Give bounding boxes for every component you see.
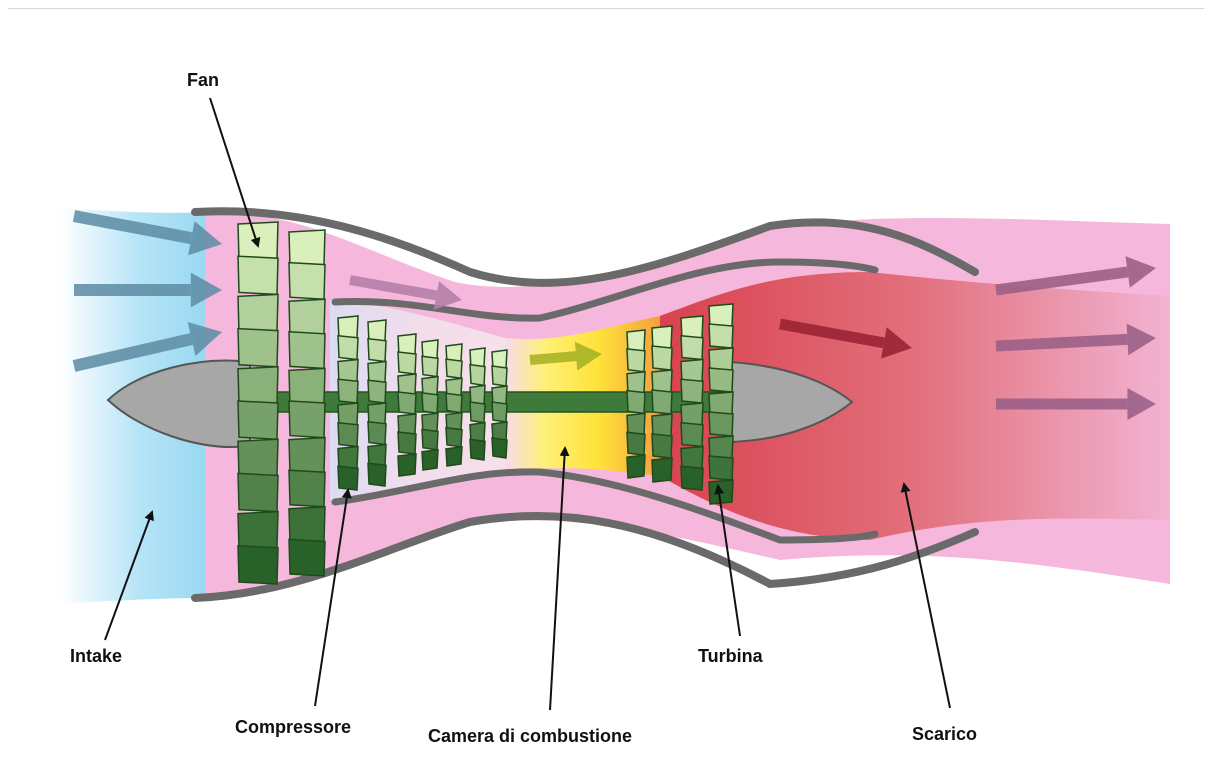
label-compressor: Compressore bbox=[235, 717, 351, 738]
label-exhaust: Scarico bbox=[912, 724, 977, 745]
blade-segment bbox=[681, 379, 703, 403]
blade-segment bbox=[238, 256, 278, 294]
label-combustion-chamber: Camera di combustione bbox=[428, 726, 632, 747]
blade-segment bbox=[492, 402, 507, 422]
blade-segment bbox=[238, 367, 278, 405]
blade-segment bbox=[709, 412, 733, 436]
blade-segment bbox=[368, 339, 386, 362]
blade-segment bbox=[652, 458, 672, 482]
blade-segment bbox=[446, 428, 462, 447]
blade-segment bbox=[470, 439, 485, 460]
blade-segment bbox=[238, 401, 278, 439]
blade-segment bbox=[368, 422, 386, 445]
blade-segment bbox=[289, 263, 325, 300]
blade-segment bbox=[289, 299, 325, 336]
blade-stack bbox=[289, 230, 325, 576]
blade-segment bbox=[289, 539, 325, 576]
blade-segment bbox=[289, 507, 325, 544]
blade-segment bbox=[681, 466, 703, 490]
blade-segment bbox=[238, 546, 278, 584]
blade-segment bbox=[422, 356, 438, 376]
blade-segment bbox=[238, 294, 278, 332]
blade-segment bbox=[652, 390, 672, 414]
blade-segment bbox=[709, 324, 733, 348]
blade-segment bbox=[709, 368, 733, 392]
blade-segment bbox=[709, 456, 733, 480]
blade-segment bbox=[652, 346, 672, 370]
blade-segment bbox=[422, 393, 438, 413]
blade-segment bbox=[398, 392, 416, 414]
blade-stack bbox=[492, 350, 507, 458]
blade-segment bbox=[652, 434, 672, 458]
label-fan: Fan bbox=[187, 70, 219, 91]
blade-segment bbox=[398, 432, 416, 454]
blade-segment bbox=[338, 379, 358, 403]
blade-segment bbox=[338, 466, 358, 490]
blade-segment bbox=[368, 380, 386, 403]
blade-segment bbox=[492, 438, 507, 458]
label-turbine: Turbina bbox=[698, 646, 763, 667]
blade-segment bbox=[238, 512, 278, 550]
blade-segment bbox=[446, 447, 462, 466]
blade-segment bbox=[289, 332, 325, 369]
blade-segment bbox=[289, 470, 325, 507]
blade-stack bbox=[470, 348, 485, 460]
blade-stack bbox=[238, 222, 278, 584]
blade-segment bbox=[681, 423, 703, 447]
blade-segment bbox=[238, 439, 278, 477]
blade-segment bbox=[627, 455, 645, 478]
blade-segment bbox=[338, 336, 358, 360]
blade-segment bbox=[422, 429, 438, 449]
blade-segment bbox=[446, 359, 462, 378]
blade-segment bbox=[289, 230, 325, 267]
blade-segment bbox=[681, 336, 703, 360]
blade-segment bbox=[338, 423, 358, 447]
blade-segment bbox=[289, 401, 325, 438]
blade-segment bbox=[627, 432, 645, 455]
blade-segment bbox=[368, 463, 386, 486]
blade-segment bbox=[289, 368, 325, 405]
blade-segment bbox=[238, 329, 278, 367]
blade-segment bbox=[238, 473, 278, 511]
blade-segment bbox=[470, 402, 485, 423]
blade-segment bbox=[627, 349, 645, 372]
label-intake: Intake bbox=[70, 646, 122, 667]
blade-segment bbox=[238, 222, 278, 260]
blade-segment bbox=[470, 365, 485, 386]
blade-segment bbox=[398, 352, 416, 374]
blade-segment bbox=[446, 393, 462, 412]
blade-stack bbox=[709, 304, 733, 504]
blade-segment bbox=[289, 438, 325, 475]
blade-segment bbox=[422, 450, 438, 470]
blade-segment bbox=[398, 454, 416, 476]
blade-segment bbox=[492, 366, 507, 386]
blade-segment bbox=[627, 391, 645, 414]
